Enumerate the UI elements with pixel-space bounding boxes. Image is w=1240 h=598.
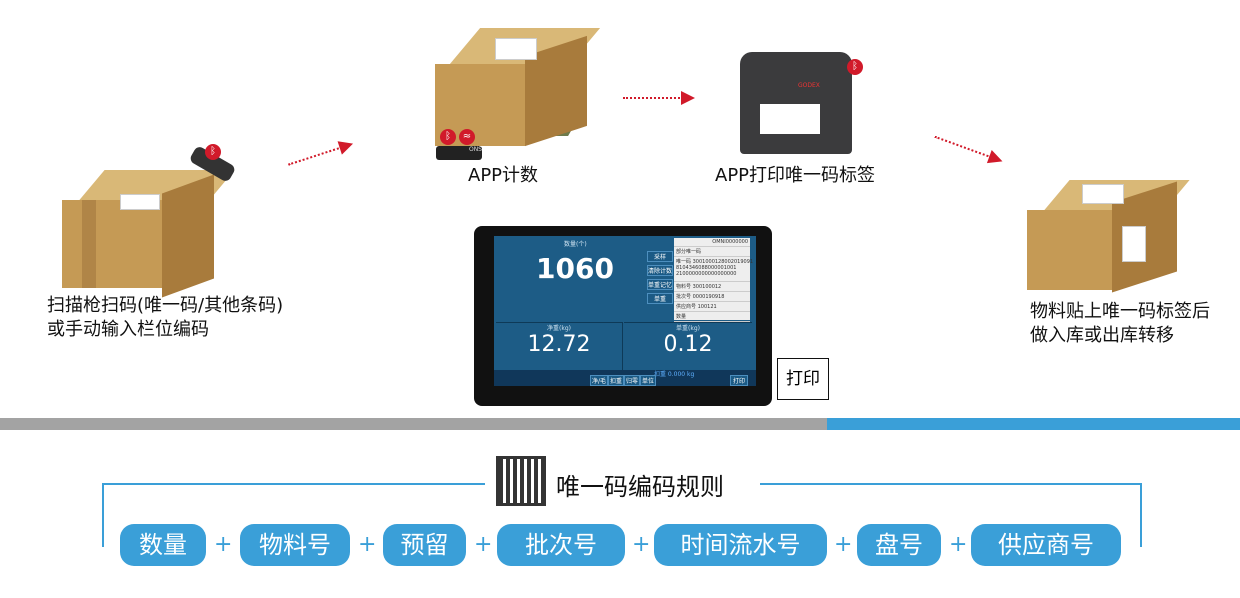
- tablet-btn-net-gross[interactable]: 净/毛: [590, 375, 608, 386]
- tablet-btn-unit[interactable]: 单位: [640, 375, 656, 386]
- plus-sign: +: [834, 532, 853, 557]
- unit-value: 0.12: [663, 332, 713, 357]
- step-scan-caption: 扫描枪扫码(唯一码/其他条码) 或手动输入栏位编码: [47, 295, 284, 340]
- divider-blue: [827, 418, 1240, 430]
- tablet: 数量(个) 1060 采样 清除计数 单重记忆 单重 OMNI0000000 部…: [474, 226, 772, 406]
- net-panel: 净重(kg) 12.72: [496, 322, 623, 371]
- tablet-btn-sample[interactable]: 采样: [647, 251, 673, 262]
- printed-labels: [760, 104, 820, 134]
- panel-key: 供应商号: [676, 304, 697, 310]
- part-quantity: 数量: [120, 524, 206, 566]
- tablet-btn-unit-weight[interactable]: 单重: [647, 293, 673, 304]
- tablet-btn-clear[interactable]: 清除计数: [647, 265, 673, 276]
- plus-sign: +: [214, 532, 233, 557]
- panel-row: 批次号 0000190918: [674, 292, 750, 302]
- tare-readout: 扣重 0.000 kg: [654, 371, 695, 378]
- plus-sign: +: [358, 532, 377, 557]
- print-callout: 打印: [777, 358, 829, 400]
- panel-toggle[interactable]: 部分唯一码: [674, 247, 750, 257]
- panel-key: 数量: [676, 314, 687, 320]
- plus-sign: +: [474, 532, 493, 557]
- bluetooth-icon: ᛒ: [440, 129, 456, 145]
- tablet-screen: 数量(个) 1060 采样 清除计数 单重记忆 单重 OMNI0000000 部…: [494, 236, 756, 386]
- wifi-icon: ≈: [459, 129, 475, 145]
- qty-label: 数量(个): [564, 241, 587, 248]
- panel-row: 物料号 300100012: [674, 282, 750, 292]
- bluetooth-icon: ᛒ: [205, 144, 221, 160]
- part-reserved: 预留: [383, 524, 466, 566]
- panel-device: OMNI0000000: [674, 238, 750, 247]
- part-supplier-no: 供应商号: [971, 524, 1121, 566]
- step-store-caption: 物料贴上唯一码标签后 做入库或出库转移: [1030, 301, 1210, 346]
- arrow-3: [934, 135, 992, 159]
- plus-sign: +: [949, 532, 968, 557]
- tablet-btn-print[interactable]: 打印: [730, 375, 748, 386]
- tablet-btn-memory[interactable]: 单重记忆: [647, 279, 673, 290]
- panel-val: 3001000128002019091 8104346088000001001 …: [676, 259, 754, 277]
- bottom-bar: 扣重 0.000 kg 净/毛 扣重 归零 单位 打印: [494, 370, 756, 386]
- label-printer: GODEX: [740, 52, 852, 154]
- printer-brand: GODEX: [798, 82, 820, 89]
- unit-panel: 单重(kg) 0.12: [624, 322, 752, 371]
- rule-title: 唯一码编码规则: [556, 473, 724, 501]
- panel-key: 批次号: [676, 294, 692, 300]
- qty-value: 1060: [536, 252, 614, 285]
- scale-brand: ONS: [468, 146, 482, 153]
- step-print-caption: APP打印唯一码标签: [715, 165, 876, 186]
- panel-val: 100121: [697, 304, 717, 310]
- panel-val: 300100012: [692, 284, 722, 290]
- net-label: 净重(kg): [547, 325, 571, 332]
- tablet-btn-tare[interactable]: 扣重: [608, 375, 624, 386]
- arrow-2: [623, 91, 695, 105]
- panel-key: 唯一码: [676, 259, 692, 265]
- part-batch-no: 批次号: [497, 524, 625, 566]
- bluetooth-icon: ᛒ: [847, 59, 863, 75]
- scale-indicator: ONS: [436, 146, 482, 160]
- part-reel-no: 盘号: [857, 524, 941, 566]
- step-count-caption: APP计数: [468, 165, 539, 186]
- panel-row: 数量: [674, 312, 750, 322]
- divider-grey: [0, 418, 827, 430]
- panel-row: 唯一码 3001000128002019091 8104346088000001…: [674, 257, 754, 282]
- info-panel: OMNI0000000 部分唯一码 唯一码 300100012800201909…: [674, 238, 754, 322]
- unit-label: 单重(kg): [676, 325, 700, 332]
- arrow-1: [288, 146, 342, 166]
- panel-row: 供应商号 100121: [674, 302, 750, 312]
- net-value: 12.72: [527, 332, 591, 357]
- plus-sign: +: [632, 532, 651, 557]
- qr-code-icon: [496, 456, 546, 506]
- part-material-no: 物料号: [240, 524, 350, 566]
- panel-val: 0000190918: [692, 294, 725, 300]
- panel-key: 物料号: [676, 284, 692, 290]
- part-serial-no: 时间流水号: [654, 524, 827, 566]
- tablet-btn-zero[interactable]: 归零: [624, 375, 640, 386]
